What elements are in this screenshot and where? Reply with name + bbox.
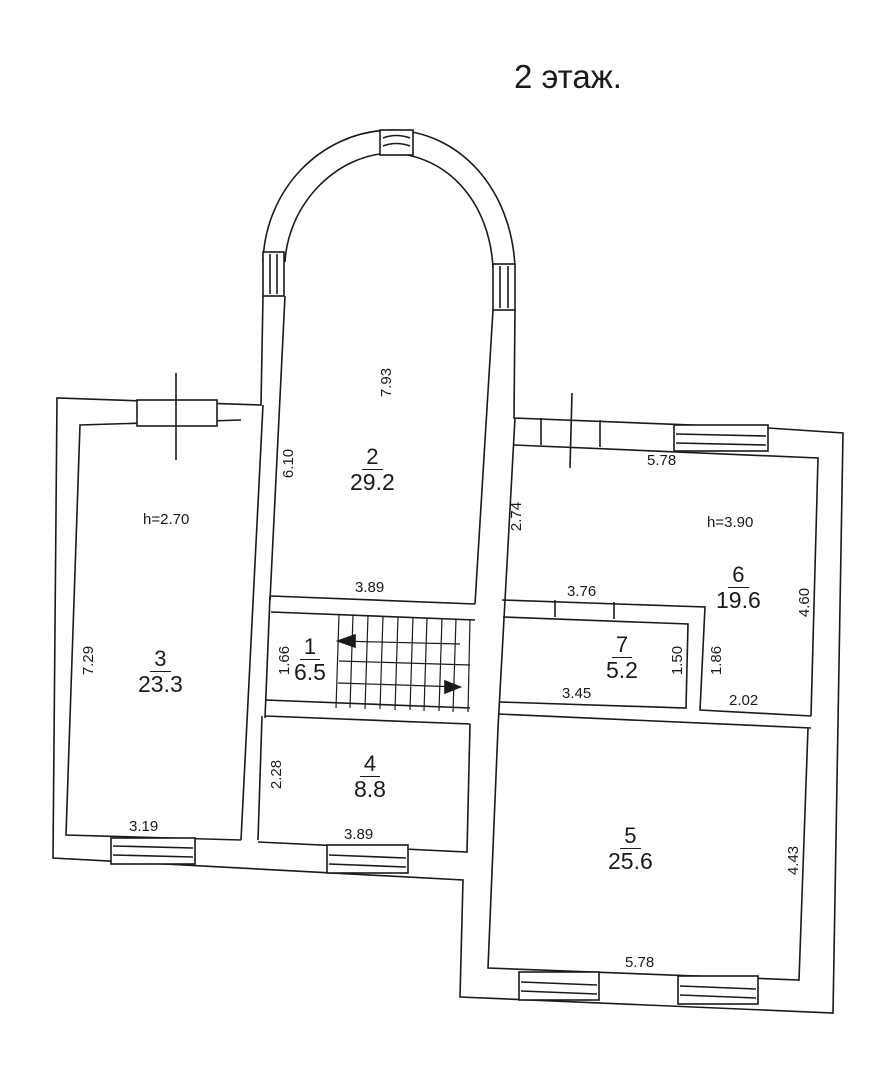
room-3-label: 3 23.3 <box>138 648 183 696</box>
dim-room-6-right: 4.60 <box>796 587 814 618</box>
floor-title: 2 этаж. <box>514 58 622 95</box>
dim-room-7-width: 3.45 <box>562 685 592 702</box>
dim-room-4-width: 3.89 <box>344 826 374 843</box>
room-area: 5.2 <box>606 657 638 683</box>
room-6-label: 6 19.6 <box>716 564 761 612</box>
outer-walls <box>52 295 844 1014</box>
dim-room-2-length: 7.93 <box>378 367 396 398</box>
room-number: 2 <box>362 446 383 470</box>
room-6-walls <box>513 392 819 717</box>
room-area: 23.3 <box>138 671 183 697</box>
dim-room-2-width: 3.89 <box>355 579 385 596</box>
room-number: 1 <box>299 636 321 660</box>
room-area: 19.6 <box>716 587 761 613</box>
room-5-walls <box>487 727 809 1005</box>
dim-room-4-height: 2.28 <box>268 759 286 790</box>
dim-room-5-width: 5.78 <box>625 954 655 971</box>
dim-room-6-step-height: 1.86 <box>708 645 726 676</box>
dim-room-3-height: 7.29 <box>80 645 98 676</box>
room-area: 8.8 <box>354 776 386 802</box>
room-7-label: 7 5.2 <box>606 634 638 682</box>
room-number: 7 <box>611 634 633 658</box>
room-number: 4 <box>359 753 381 777</box>
room-5-label: 5 25.6 <box>608 825 653 873</box>
room-area: 6.5 <box>294 659 326 685</box>
room-number: 5 <box>620 825 641 849</box>
room-number: 3 <box>150 648 171 672</box>
room-1-label: 1 6.5 <box>294 636 326 684</box>
dim-room-3-width: 3.19 <box>129 818 159 835</box>
dim-room-6-bottom-width: 3.76 <box>567 583 597 600</box>
dim-room-6-top-width: 5.78 <box>647 452 677 469</box>
dim-room-1-height: 1.66 <box>276 645 294 676</box>
dim-room-6-step-width: 2.02 <box>729 692 759 709</box>
dim-room-5-height: 4.43 <box>785 845 803 876</box>
room-area: 25.6 <box>608 848 653 874</box>
dim-room-6-left: 2.74 <box>508 501 526 532</box>
ceiling-height-room-3: h=2.70 <box>143 511 190 528</box>
arched-bay-walls <box>262 129 516 311</box>
room-4-walls <box>110 715 471 874</box>
room-2-label: 2 29.2 <box>350 446 395 494</box>
dim-room-2-side: 6.10 <box>280 448 298 479</box>
room-4-label: 4 8.8 <box>354 753 386 801</box>
stair-and-room7 <box>264 595 812 729</box>
room-area: 29.2 <box>350 469 395 495</box>
ceiling-height-room-6: h=3.90 <box>707 514 754 531</box>
dim-room-7-height: 1.50 <box>669 645 687 676</box>
room-number: 6 <box>728 564 749 588</box>
